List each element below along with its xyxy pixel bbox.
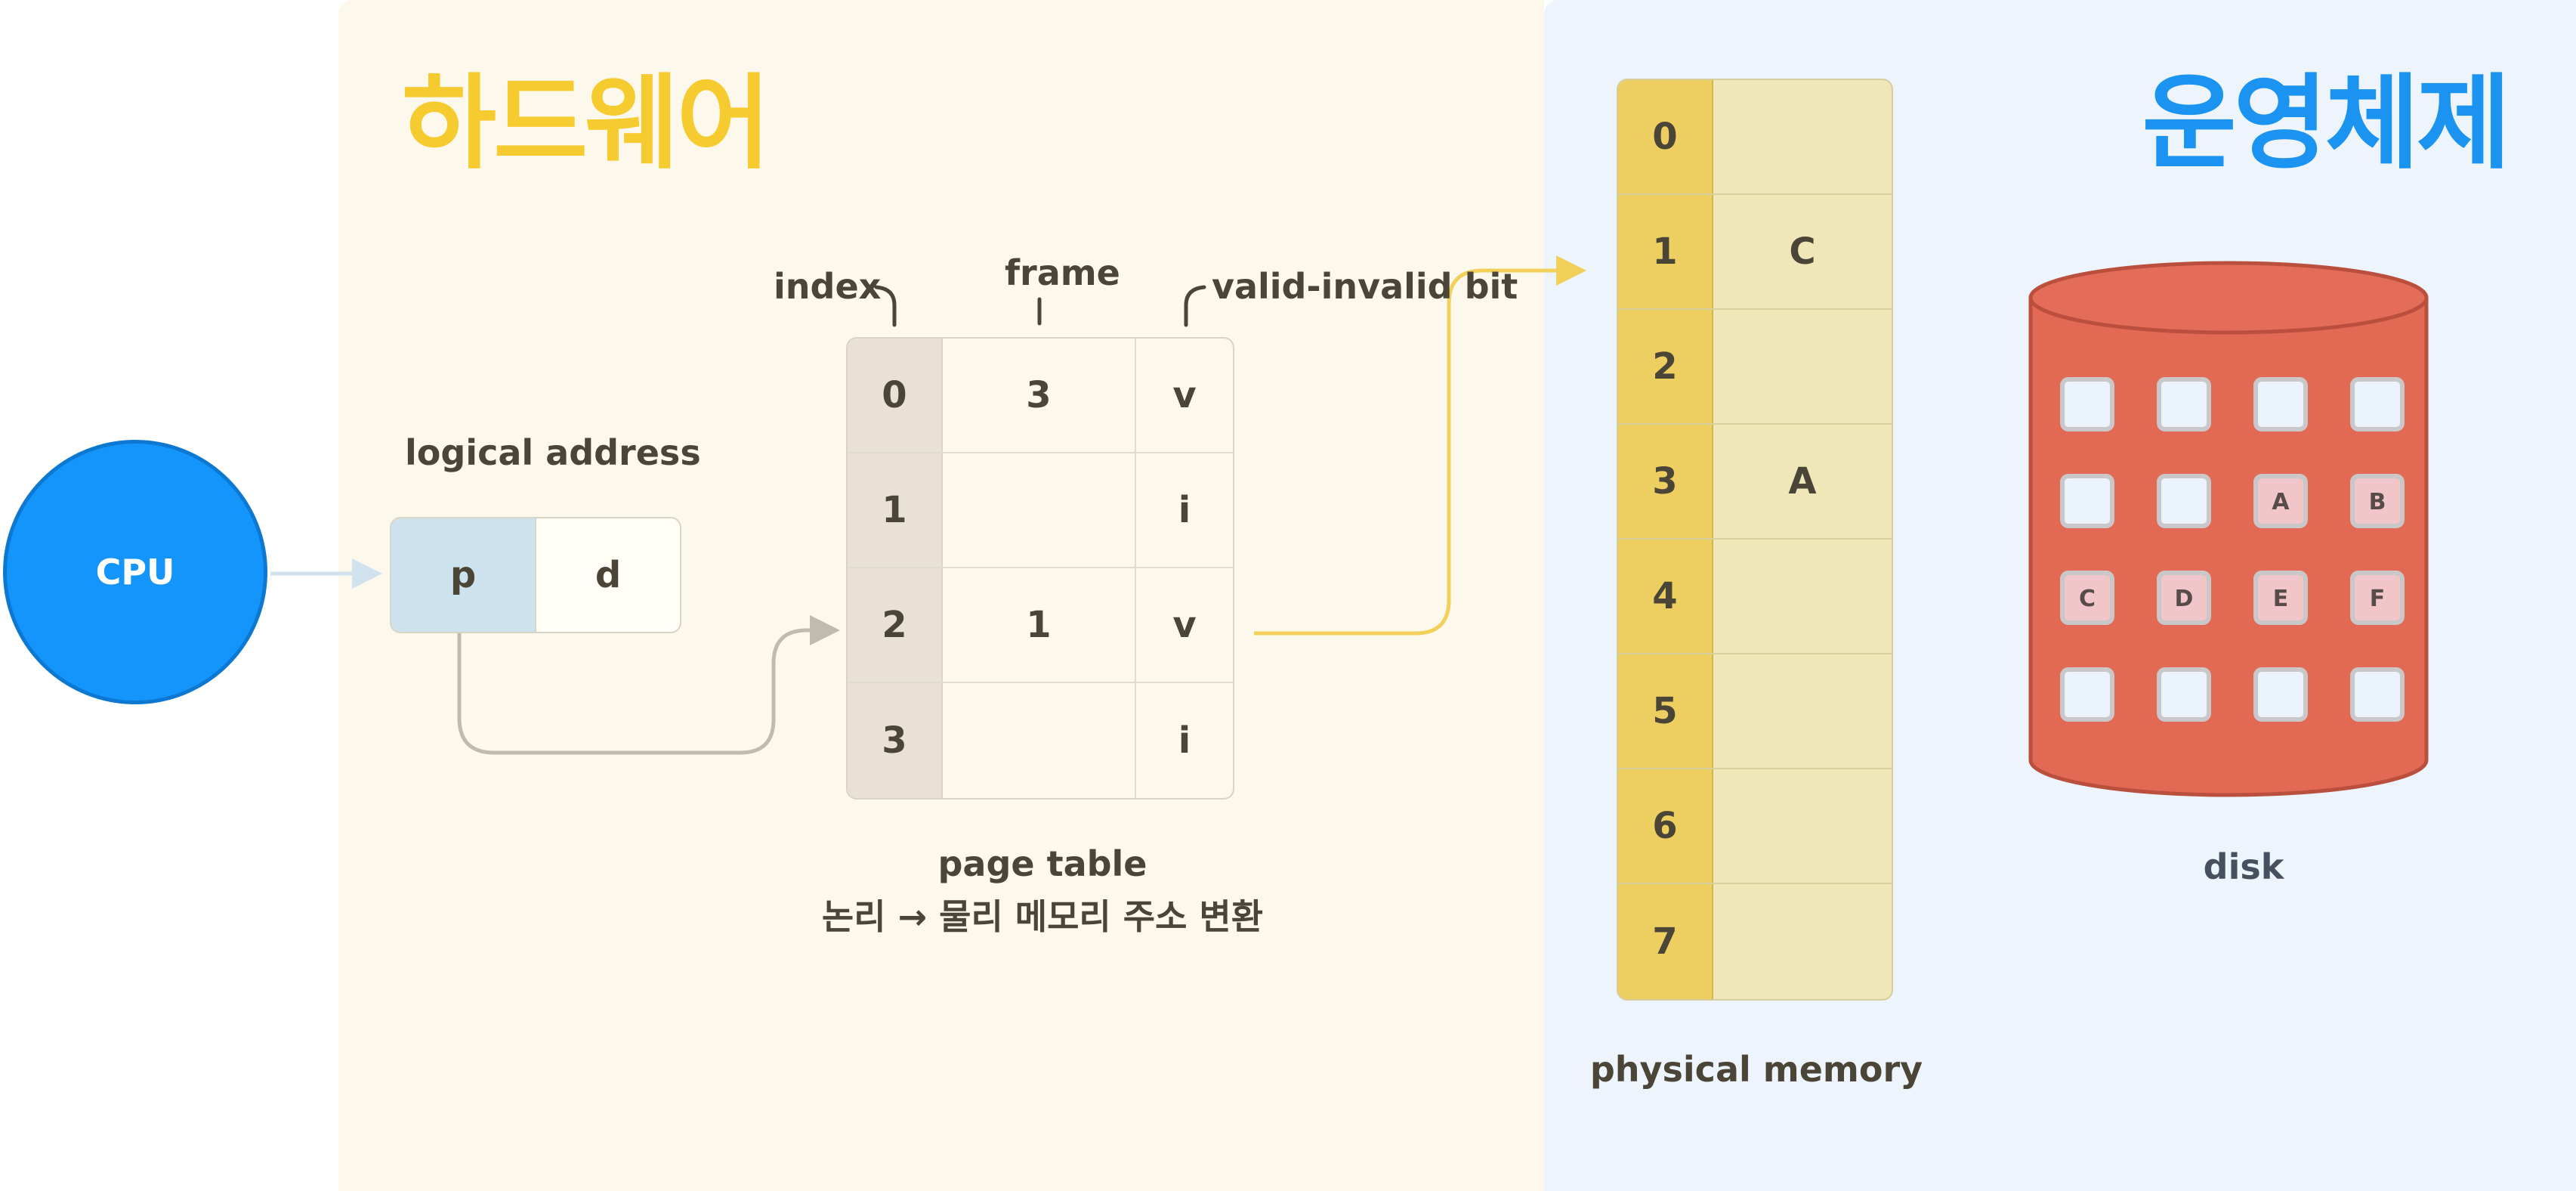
page-table: 0 3 v 1 i 2 1 v 3 i: [846, 337, 1234, 800]
physical-memory-label: physical memory: [1589, 1049, 1923, 1090]
logical-address-box: p d: [390, 517, 681, 633]
p-to-page-table-arrow: [457, 615, 840, 755]
valid-bit-column-label: valid-invalid bit: [1212, 266, 1518, 307]
memory-frame-content: C: [1789, 230, 1816, 273]
memory-frame-content: [1713, 540, 1892, 653]
valid-invalid-bit: i: [1178, 489, 1191, 531]
memory-frame-index: 5: [1618, 654, 1713, 768]
frame-column-label: frame: [1005, 252, 1120, 293]
page-table-caption-subtitle: 논리 → 물리 메모리 주소 변환: [821, 896, 1264, 937]
disk-block-label: C: [2079, 586, 2096, 612]
page-table-row: 1 i: [848, 453, 1233, 568]
memory-frame: 0: [1618, 80, 1892, 195]
disk-empty-block: [2157, 377, 2211, 432]
memory-frame-index: 0: [1618, 80, 1713, 193]
memory-frame-content: [1713, 769, 1892, 883]
frame-number: [943, 453, 1136, 567]
disk-empty-block: [2350, 667, 2405, 722]
memory-frame: 2: [1618, 310, 1892, 425]
memory-frame: 4: [1618, 540, 1892, 654]
memory-frame-content: [1713, 310, 1892, 423]
valid-invalid-bit: v: [1172, 374, 1197, 416]
memory-frame-content: [1713, 884, 1892, 999]
memory-frame-index: 4: [1618, 540, 1713, 653]
memory-frame: 5: [1618, 654, 1892, 769]
disk-top: [2028, 261, 2429, 335]
page-index: 2: [848, 568, 943, 682]
bit-bracket: [1184, 285, 1206, 327]
disk-block-label: A: [2272, 489, 2290, 515]
memory-frame-content: [1713, 654, 1892, 768]
valid-invalid-bit: v: [1172, 604, 1197, 646]
disk-block-label: D: [2175, 586, 2194, 612]
memory-frame: 1 C: [1618, 195, 1892, 310]
disk-block-label: B: [2369, 489, 2386, 515]
disk-block-label: E: [2273, 586, 2289, 612]
cpu-label: CPU: [95, 552, 175, 592]
disk-empty-block: [2350, 377, 2405, 432]
disk-body: [2028, 295, 2429, 797]
frame-to-memory-arrow: [1254, 255, 1586, 636]
page-table-row: 2 1 v: [848, 568, 1233, 683]
memory-frame-index: 1: [1618, 195, 1713, 308]
logical-address-label: logical address: [405, 432, 701, 473]
disk-page-block: [2350, 571, 2405, 625]
disk-empty-block: [2157, 474, 2211, 528]
valid-invalid-bit: i: [1178, 719, 1191, 762]
disk-page-block: [2157, 571, 2211, 625]
disk-page-block: [2253, 571, 2308, 625]
index-bracket: [874, 285, 897, 327]
page-table-caption: page table 논리 → 물리 메모리 주소 변환: [786, 837, 1299, 943]
disk-page-block: [2253, 474, 2308, 528]
disk-empty-block: [2060, 667, 2114, 722]
offset-cell: d: [595, 554, 622, 596]
disk-cylinder: A B C D E F: [2028, 261, 2429, 797]
memory-frame: 3 A: [1618, 425, 1892, 540]
memory-frame-index: 7: [1618, 884, 1713, 999]
page-index: 3: [848, 683, 943, 798]
disk-empty-block: [2060, 474, 2114, 528]
page-table-row: 3 i: [848, 683, 1233, 798]
disk-blocks: A B C D E F: [2060, 377, 2405, 722]
disk-page-block: [2350, 474, 2405, 528]
hardware-title: 하드웨어: [402, 64, 771, 184]
cpu-circle: CPU: [3, 440, 267, 704]
memory-frame-content: [1713, 80, 1892, 193]
page-table-row: 0 3 v: [848, 339, 1233, 453]
page-number-cell: p: [391, 518, 536, 632]
memory-frame: 6: [1618, 769, 1892, 884]
disk-block-label: F: [2370, 586, 2386, 612]
frame-number: [943, 683, 1136, 798]
disk-empty-block: [2157, 667, 2211, 722]
memory-frame: 7: [1618, 884, 1892, 999]
frame-number: 3: [943, 339, 1136, 452]
frame-number: 1: [943, 568, 1136, 682]
memory-frame-index: 6: [1618, 769, 1713, 883]
disk-empty-block: [2253, 377, 2308, 432]
memory-frame-index: 3: [1618, 425, 1713, 538]
disk-empty-block: [2253, 667, 2308, 722]
disk-page-block: [2060, 571, 2114, 625]
os-title: 운영체제: [2142, 64, 2511, 184]
disk-label: disk: [2203, 846, 2284, 887]
page-index: 0: [848, 339, 943, 452]
page-index: 1: [848, 453, 943, 567]
memory-frame-index: 2: [1618, 310, 1713, 423]
page-table-caption-title: page table: [937, 843, 1147, 884]
disk-empty-block: [2060, 377, 2114, 432]
physical-memory: 0 1 C 2 3 A 4 5 6 7: [1617, 79, 1893, 1001]
memory-frame-content: A: [1788, 460, 1817, 503]
index-column-label: index: [774, 266, 882, 307]
